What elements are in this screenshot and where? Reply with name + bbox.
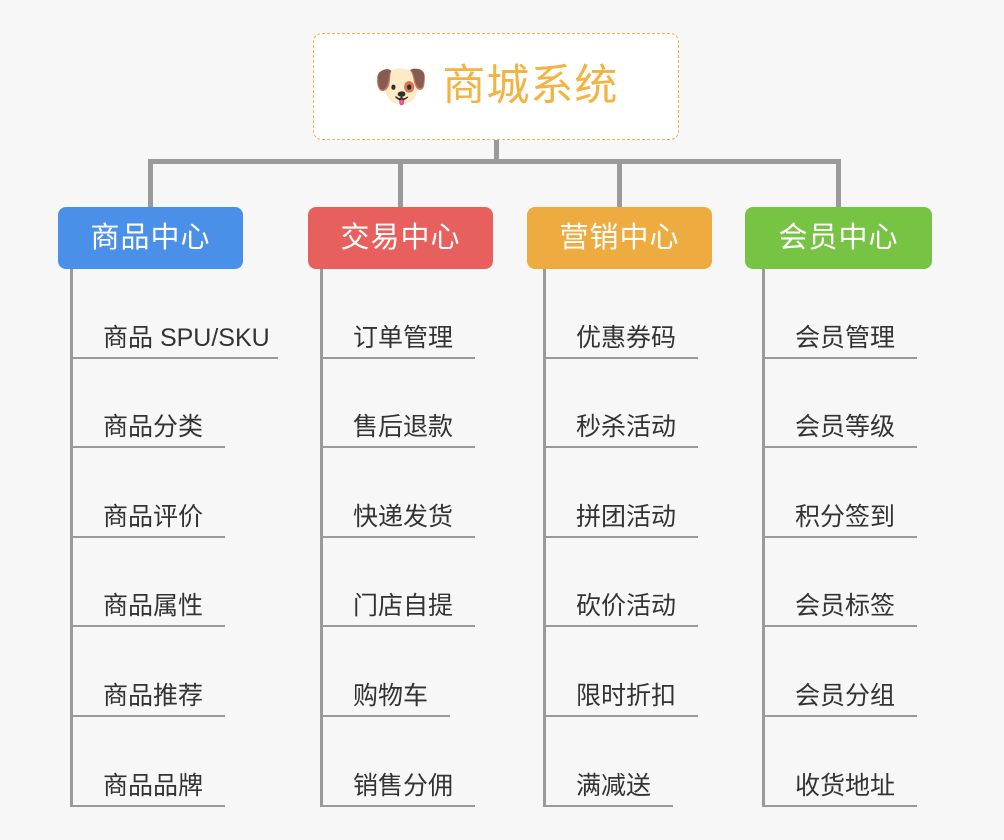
leaf-underline	[323, 535, 475, 538]
leaf-label: 订单管理	[353, 323, 454, 352]
root-title: 商城系统	[442, 62, 619, 110]
leaf-underline	[73, 714, 225, 717]
leaf-label: 会员分组	[795, 681, 896, 710]
branch-drop-connector-4	[836, 159, 841, 208]
category-box-4[interactable]: 会员中心	[745, 207, 932, 269]
leaf-label: 商品推荐	[103, 681, 204, 710]
leaf-underline	[765, 446, 917, 449]
category-label: 交易中心	[340, 221, 461, 254]
leaf-label: 限时折扣	[576, 681, 677, 710]
leaf-label: 会员管理	[795, 323, 896, 352]
leaf-underline	[765, 714, 917, 717]
leaf-underline	[546, 804, 673, 807]
leaf-underline	[323, 446, 475, 449]
leaf-underline	[765, 535, 917, 538]
leaf-column-1: 商品 SPU/SKU 商品分类商品评价商品属性商品推荐商品品牌	[70, 269, 278, 807]
leaf-underline	[765, 804, 917, 807]
leaf-underline	[73, 804, 225, 807]
branch-drop-connector-3	[617, 159, 622, 208]
leaf-column-3: 优惠券码秒杀活动拼团活动砍价活动限时折扣满减送	[543, 269, 698, 807]
leaf-label: 商品分类	[103, 413, 204, 442]
leaf-label: 商品评价	[103, 502, 204, 531]
leaf-underline	[323, 804, 475, 807]
leaf-underline	[323, 625, 475, 628]
leaf-label: 购物车	[353, 681, 429, 710]
category-label: 营销中心	[559, 221, 680, 254]
leaf-label: 砍价活动	[576, 592, 677, 621]
leaf-label: 会员等级	[795, 413, 896, 442]
leaf-underline	[73, 356, 278, 359]
leaf-underline	[546, 356, 698, 359]
leaf-underline	[546, 714, 698, 717]
category-box-1[interactable]: 商品中心	[58, 207, 243, 269]
branch-drop-connector-1	[148, 159, 153, 208]
leaf-underline	[765, 625, 917, 628]
leaf-column-2: 订单管理售后退款快递发货门店自提购物车销售分佣	[320, 269, 475, 807]
leaf-label: 销售分佣	[353, 771, 454, 800]
leaf-underline	[323, 714, 450, 717]
leaf-label: 积分签到	[795, 502, 896, 531]
leaf-underline	[323, 356, 475, 359]
leaf-label: 秒杀活动	[576, 413, 677, 442]
category-box-3[interactable]: 营销中心	[527, 207, 712, 269]
leaf-label: 商品品牌	[103, 771, 204, 800]
leaf-underline	[546, 535, 698, 538]
leaf-label: 收货地址	[795, 771, 896, 800]
leaf-underline	[765, 356, 917, 359]
leaf-column-4: 会员管理会员等级积分签到会员标签会员分组收货地址	[762, 269, 917, 807]
leaf-label: 拼团活动	[576, 502, 677, 531]
leaf-underline	[73, 446, 225, 449]
leaf-underline	[73, 625, 225, 628]
leaf-label: 商品 SPU/SKU	[103, 323, 270, 352]
leaf-underline	[546, 446, 698, 449]
leaf-underline	[73, 535, 225, 538]
leaf-label: 快递发货	[353, 502, 454, 531]
leaf-label: 门店自提	[353, 592, 454, 621]
branch-bus-connector	[149, 159, 839, 164]
leaf-label: 满减送	[576, 771, 652, 800]
leaf-label: 商品属性	[103, 592, 204, 621]
branch-drop-connector-2	[398, 159, 403, 208]
root-node[interactable]: 🐶 商城系统	[313, 33, 679, 140]
root-stem-connector	[494, 140, 499, 164]
leaf-underline	[546, 625, 698, 628]
leaf-label: 会员标签	[795, 592, 896, 621]
category-label: 商品中心	[90, 221, 211, 254]
category-box-2[interactable]: 交易中心	[308, 207, 493, 269]
category-label: 会员中心	[778, 221, 899, 254]
leaf-label: 售后退款	[353, 413, 454, 442]
leaf-label: 优惠券码	[576, 323, 677, 352]
shiba-dog-face-icon: 🐶	[373, 61, 429, 111]
